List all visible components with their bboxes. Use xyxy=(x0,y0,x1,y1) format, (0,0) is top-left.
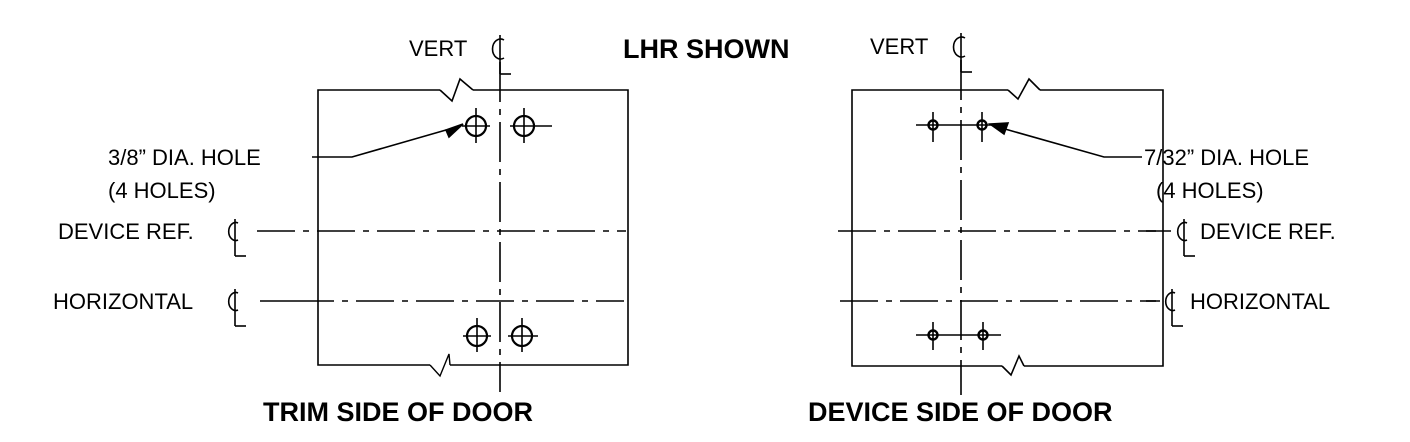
device-hole-label-line1: 7/32” DIA. HOLE xyxy=(1144,145,1310,170)
trim-device-ref-cl-symbol xyxy=(227,219,246,257)
device-hole-leader xyxy=(987,122,1142,158)
trim-door-panel xyxy=(317,77,629,378)
device-device-ref-cl-symbol xyxy=(1176,219,1195,257)
device-device-ref-label: DEVICE REF. xyxy=(1200,219,1336,244)
page-title: LHR SHOWN xyxy=(623,34,790,64)
trim-horizontal-cl-symbol xyxy=(227,289,246,327)
device-hole-label-line2: (4 HOLES) xyxy=(1156,178,1264,203)
trim-hole-label-line2: (4 HOLES) xyxy=(108,178,216,203)
device-vert-cl-symbol xyxy=(952,33,972,73)
trim-hole-top-right xyxy=(510,108,552,143)
trim-caption: TRIM SIDE OF DOOR xyxy=(263,397,533,427)
device-break-bottom xyxy=(1001,354,1025,377)
trim-device-ref-label: DEVICE REF. xyxy=(58,219,194,244)
device-hole-top-right xyxy=(976,112,988,142)
device-caption: DEVICE SIDE OF DOOR xyxy=(808,397,1113,427)
trim-horizontal-label: HORIZONTAL xyxy=(53,289,194,314)
trim-vert-cl-symbol xyxy=(491,35,511,75)
device-vert-label: VERT xyxy=(870,34,929,59)
device-hole-bottom-right xyxy=(977,322,989,350)
trim-hole-leader xyxy=(312,123,464,158)
trim-break-top xyxy=(439,77,474,103)
device-horizontal-label: HORIZONTAL xyxy=(1190,289,1331,314)
trim-hole-bottom-left xyxy=(463,318,491,352)
trim-hole-top-left xyxy=(462,108,490,143)
trim-hole-bottom-right xyxy=(508,318,538,352)
device-break-top xyxy=(1007,77,1041,101)
device-hole-top-left xyxy=(916,112,1004,142)
device-door-panel xyxy=(851,77,1164,377)
device-horizontal-cl-symbol xyxy=(1164,289,1183,327)
trim-break-bottom xyxy=(429,353,451,378)
trim-vert-label: VERT xyxy=(409,36,468,61)
trim-hole-label-line1: 3/8” DIA. HOLE xyxy=(108,145,261,170)
